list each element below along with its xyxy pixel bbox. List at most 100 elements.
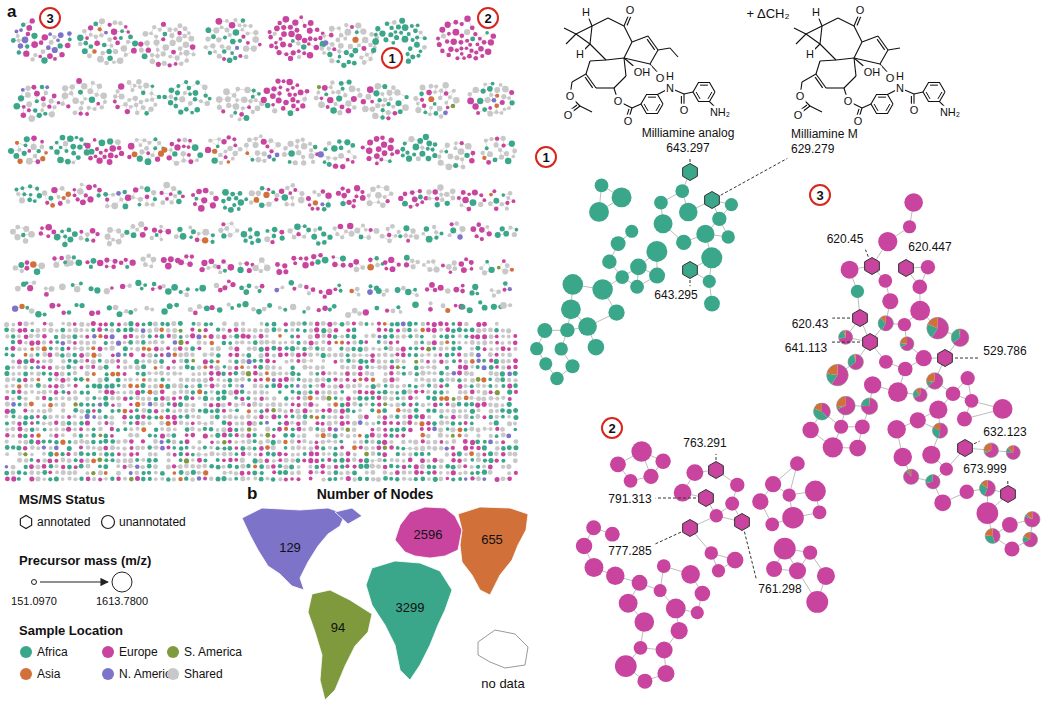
overview-node [173,104,178,109]
overview-node [142,138,146,142]
overview-node [17,159,22,164]
overview-node [162,61,167,66]
overview-node [394,89,400,95]
overview-node [15,141,19,145]
overview-node [177,31,181,35]
overview-node [87,54,92,59]
overview-node [89,97,95,103]
overview-node [47,104,51,108]
overview-node [282,79,286,83]
overview-node [57,195,61,199]
overview-node [502,86,509,93]
overview-node [224,149,228,153]
overview-node [372,38,379,45]
overview-node [453,163,458,168]
overview-node [333,164,338,169]
overview-node [162,32,167,37]
overview-node [295,34,302,41]
overview-node [147,141,151,145]
overview-node [15,187,19,191]
overview-node [394,30,398,34]
overview-node [257,92,261,96]
overview-node [71,151,76,156]
overview-node [26,32,30,36]
overview-node [60,101,65,106]
overview-node [99,33,103,37]
overview-node [300,103,305,108]
overview-node [335,38,340,43]
overview-node [87,88,93,94]
overview-node [445,22,451,28]
overview-node [37,193,42,198]
overview-node [203,93,207,97]
overview-node [195,80,200,85]
overview-node [507,106,511,110]
overview-node [89,44,94,49]
overview-node [389,138,394,143]
overview-node [445,39,449,43]
overview-node [439,114,444,119]
overview-node [22,36,29,43]
overview-node [187,31,191,35]
overview-node [368,57,372,61]
overview-node [318,36,322,40]
overview-node [70,84,75,89]
overview-node [182,144,186,148]
overview-node [132,151,138,157]
overview-node [324,92,328,96]
overview-node [307,28,313,34]
overview-node [133,96,138,101]
overview-node [478,46,484,52]
overview-node [21,88,25,92]
overview-node [505,158,512,165]
overview-node [187,153,191,157]
overview-node [49,40,54,45]
overview-node [344,139,350,145]
overview-node [115,41,120,46]
overview-node [374,153,380,159]
overview-node [119,94,125,100]
overview-node [455,48,459,52]
overview-node [233,18,237,22]
overview-node [55,141,59,145]
overview-node [118,83,124,89]
overview-node [390,152,394,156]
overview-node [153,103,157,107]
overview-node [8,148,14,154]
overview-node [356,88,360,92]
overview-node [344,29,351,36]
overview-node [500,111,504,115]
overview-node [67,136,74,143]
overview-node [298,89,304,95]
overview-node [438,96,443,101]
overview-node [174,62,178,66]
overview-node [40,156,45,161]
overview-node [146,47,151,52]
overview-node [495,136,499,140]
overview-node [169,87,175,93]
overview-node [60,186,65,191]
overview-node [183,41,190,48]
overview-node [246,41,250,45]
overview-node [391,85,396,90]
overview-node [102,155,106,159]
overview-node [28,115,35,122]
overview-node [33,199,37,203]
overview-node [233,143,237,147]
overview-node [488,39,494,45]
overview-node [37,149,41,153]
overview-node [494,110,498,114]
overview-node [464,153,469,158]
overview-node [21,113,27,119]
overview-node [49,146,53,150]
overview-node [375,83,382,90]
overview-node [499,83,503,87]
overview-node [482,107,487,112]
overview-node [30,18,35,23]
overview-node [188,36,194,42]
overview-node [350,143,355,148]
overview-node [277,91,281,95]
overview-node [53,105,57,109]
overview-node [386,102,390,106]
overview-node [489,93,493,97]
